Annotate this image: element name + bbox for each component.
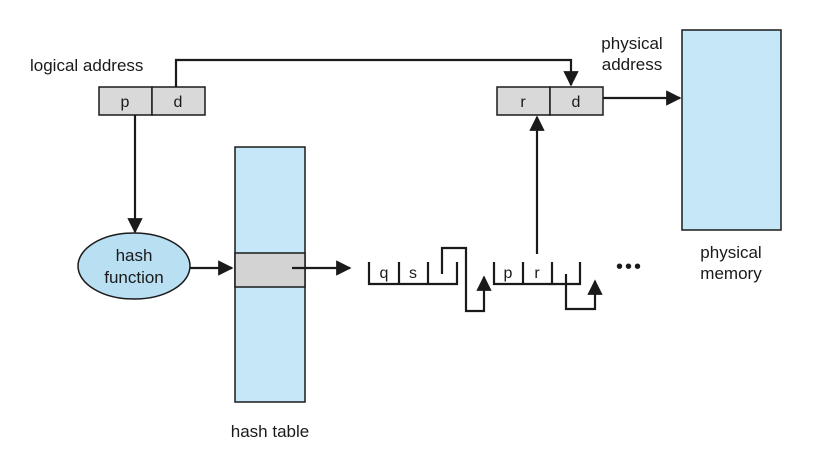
physical-memory xyxy=(681,29,782,231)
logical-offset-field: d xyxy=(174,94,183,111)
chain-node-1-field-b: s xyxy=(409,265,417,282)
physical-memory-label-1: physical xyxy=(700,243,761,262)
offset-copy-arrow xyxy=(174,58,579,87)
hash-function-node xyxy=(77,232,191,300)
hash-function-label-1: hash xyxy=(116,246,153,265)
hash-table-entry xyxy=(234,252,306,288)
chain-node-2-field-a: p xyxy=(504,265,513,282)
physical-offset-field: d xyxy=(572,94,581,111)
physical-address-box: r d xyxy=(496,86,604,116)
chain-ellipsis: ••• xyxy=(616,256,643,278)
physical-address-label-1: physical xyxy=(601,34,662,53)
hash-function-label-2: function xyxy=(104,268,164,287)
physical-frame-field: r xyxy=(520,94,526,111)
chain-node-1-field-a: q xyxy=(380,265,389,282)
physical-address-label-2: address xyxy=(602,55,662,74)
logical-page-field: p xyxy=(121,94,130,111)
logical-address-box: p d xyxy=(98,86,206,116)
chain-link-2-arrow xyxy=(564,274,603,311)
chain-node-2-field-b: r xyxy=(534,265,540,282)
chain-node-2: p r xyxy=(492,262,582,286)
chain-node-1: q s xyxy=(367,262,459,286)
physical-memory-label-2: memory xyxy=(700,264,762,283)
logical-address-label: logical address xyxy=(30,56,143,75)
hash-table-label: hash table xyxy=(231,422,309,441)
chain-link-1-arrow xyxy=(440,246,492,313)
